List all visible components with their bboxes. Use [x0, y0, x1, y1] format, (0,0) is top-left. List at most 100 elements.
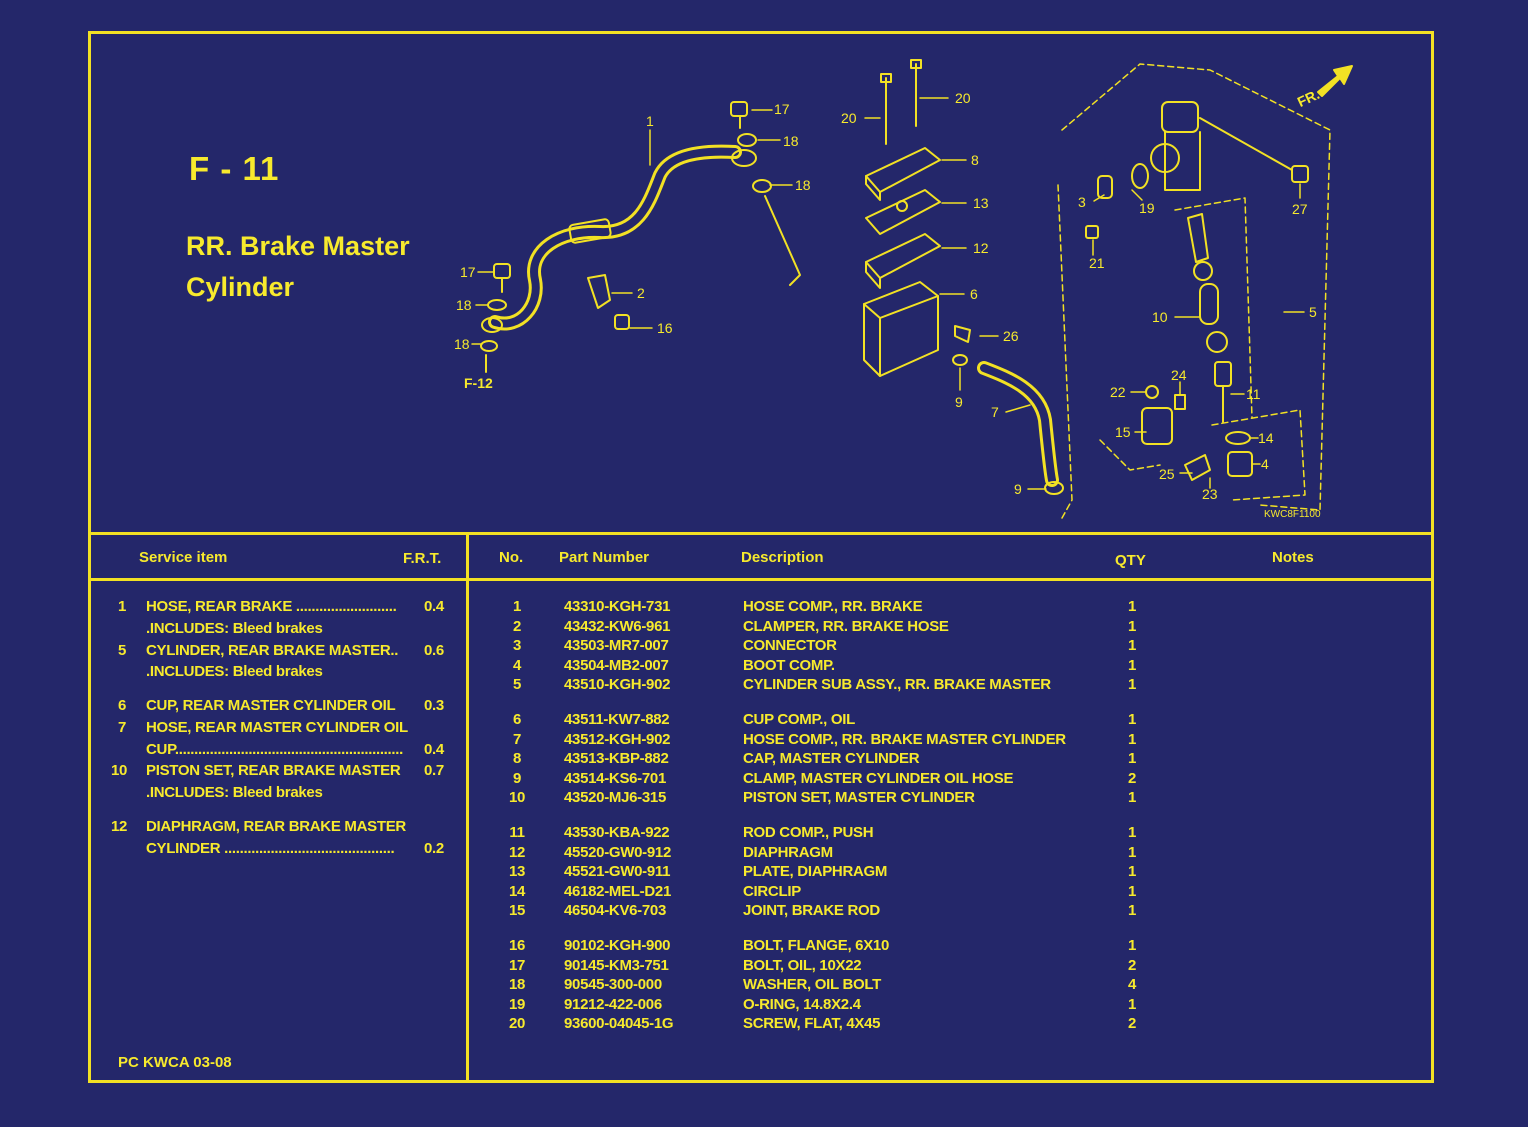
- part-qty: 1: [1127, 824, 1137, 841]
- part-number: 93600-04045-1G: [564, 1015, 674, 1033]
- callout-24: 24: [1171, 367, 1187, 383]
- part-master-cylinder-body: [1085, 101, 1309, 481]
- part-oil-bolt-top: [730, 101, 801, 286]
- part-qty: 1: [1127, 676, 1137, 694]
- callout-20a: 20: [841, 110, 857, 126]
- part-number: 43503-MR7-007: [564, 637, 669, 655]
- part-no: 16: [508, 937, 526, 954]
- part-qty: 4: [1127, 976, 1137, 994]
- service-item-7-frt: 0.4: [424, 741, 444, 758]
- service-item-1-note: .INCLUDES: Bleed brakes: [146, 620, 323, 637]
- part-no: 9: [512, 769, 522, 787]
- callout-11: 11: [1246, 386, 1261, 402]
- callout-8: 8: [971, 152, 979, 168]
- parts-notes-header: Notes: [1272, 549, 1314, 566]
- callout-12: 12: [973, 240, 989, 256]
- part-description: CUP COMP., OIL: [743, 711, 855, 728]
- service-item-header: Service item: [139, 549, 228, 566]
- part-no: 14: [508, 882, 526, 900]
- callout-10: 10: [1152, 309, 1168, 325]
- part-qty: 1: [1127, 711, 1137, 728]
- divider-diagram-table: [88, 532, 1434, 535]
- parts-qty-header: QTY: [1115, 552, 1146, 569]
- part-number: 45521-GW0-911: [564, 863, 671, 881]
- part-no: 12: [508, 843, 526, 861]
- front-direction-arrow: [1317, 65, 1353, 97]
- part-description: PISTON SET, MASTER CYLINDER: [743, 789, 975, 807]
- callout-14: 14: [1258, 430, 1274, 446]
- part-no: 1: [512, 598, 522, 615]
- part-description: PLATE, DIAPHRAGM: [743, 863, 888, 881]
- part-number: 91212-422-006: [564, 995, 662, 1013]
- part-description: CONNECTOR: [743, 637, 837, 655]
- part-no: 3: [512, 637, 522, 655]
- part-screws: [880, 59, 922, 145]
- divider-service-parts: [466, 532, 469, 1083]
- service-item-10-name: PISTON SET, REAR BRAKE MASTER: [146, 762, 401, 779]
- callout-5: 5: [1309, 304, 1317, 320]
- service-item-12-frt: 0.2: [424, 840, 444, 857]
- callout-26: 26: [1003, 328, 1019, 344]
- parts-no-header: No.: [499, 549, 524, 566]
- service-item-1: 1: [118, 598, 127, 615]
- part-description: ROD COMP., PUSH: [743, 824, 874, 841]
- part-no: 6: [512, 711, 522, 728]
- part-number: 46504-KV6-703: [564, 902, 667, 920]
- callout-9a: 9: [955, 394, 963, 410]
- part-oil-bolt-left: [480, 263, 511, 373]
- service-item-5-no: 5: [118, 642, 127, 659]
- part-description: CAP, MASTER CYLINDER: [743, 750, 920, 768]
- service-item-1-name: HOSE, REAR BRAKE .......................…: [146, 598, 397, 615]
- callout-18d: 18: [454, 336, 470, 352]
- drawing-code: KWC8F1100: [1264, 509, 1321, 520]
- service-item-7-no: 7: [118, 719, 127, 736]
- part-number: 43510-KGH-902: [564, 676, 671, 694]
- part-oil-cup: [863, 281, 971, 377]
- part-no: 8: [512, 750, 522, 768]
- part-qty: 1: [1127, 995, 1137, 1013]
- part-description: CIRCLIP: [743, 882, 801, 900]
- part-no: 4: [512, 656, 522, 674]
- part-description: O-RING, 14.8X2.4: [743, 995, 861, 1013]
- service-item-7-name: HOSE, REAR MASTER CYLINDER OIL: [146, 719, 408, 736]
- part-number: 43514-KS6-701: [564, 769, 667, 787]
- service-item-5-frt: 0.6: [424, 642, 444, 659]
- part-description: HOSE COMP., RR. BRAKE: [743, 598, 923, 615]
- part-description: JOINT, BRAKE ROD: [743, 902, 880, 920]
- callout-3: 3: [1078, 194, 1086, 210]
- service-item-1-frt: 0.4: [424, 598, 444, 615]
- service-item-10-note: .INCLUDES: Bleed brakes: [146, 784, 323, 801]
- service-item-6-frt: 0.3: [424, 697, 444, 714]
- part-clamper: [587, 274, 630, 330]
- part-description: SCREW, FLAT, 4X45: [743, 1015, 881, 1033]
- callout-18c: 18: [456, 297, 472, 313]
- part-no: 13: [508, 863, 526, 881]
- callout-2: 2: [637, 285, 645, 301]
- part-qty: 1: [1127, 863, 1137, 881]
- callout-17a: 17: [774, 101, 790, 117]
- callout-17b: 17: [460, 264, 476, 280]
- part-no: 15: [508, 902, 526, 920]
- part-qty: 2: [1127, 769, 1137, 787]
- ref-figure-f12: F-12: [464, 375, 493, 391]
- part-number: 43511-KW7-882: [564, 711, 670, 728]
- figure-code: F - 11: [189, 150, 280, 187]
- service-item-6-no: 6: [118, 697, 127, 714]
- part-no: 17: [508, 956, 526, 974]
- part-description: CLAMPER, RR. BRAKE HOSE: [743, 617, 949, 635]
- part-qty: 1: [1127, 882, 1137, 900]
- part-number: 43512-KGH-902: [564, 730, 671, 748]
- callout-23: 23: [1202, 486, 1218, 502]
- diagram-frame: [88, 31, 1434, 1083]
- parts-description-header: Description: [741, 549, 824, 566]
- service-frt-header: F.R.T.: [403, 550, 442, 567]
- callout-19: 19: [1139, 200, 1155, 216]
- part-description: BOLT, OIL, 10X22: [743, 956, 862, 974]
- part-qty: 1: [1127, 937, 1137, 954]
- part-no: 10: [508, 789, 526, 807]
- callout-15: 15: [1115, 424, 1131, 440]
- part-description: WASHER, OIL BOLT: [743, 976, 881, 994]
- part-number: 43310-KGH-731: [564, 598, 671, 615]
- service-item-10-frt: 0.7: [424, 762, 444, 779]
- part-qty: 1: [1127, 617, 1137, 635]
